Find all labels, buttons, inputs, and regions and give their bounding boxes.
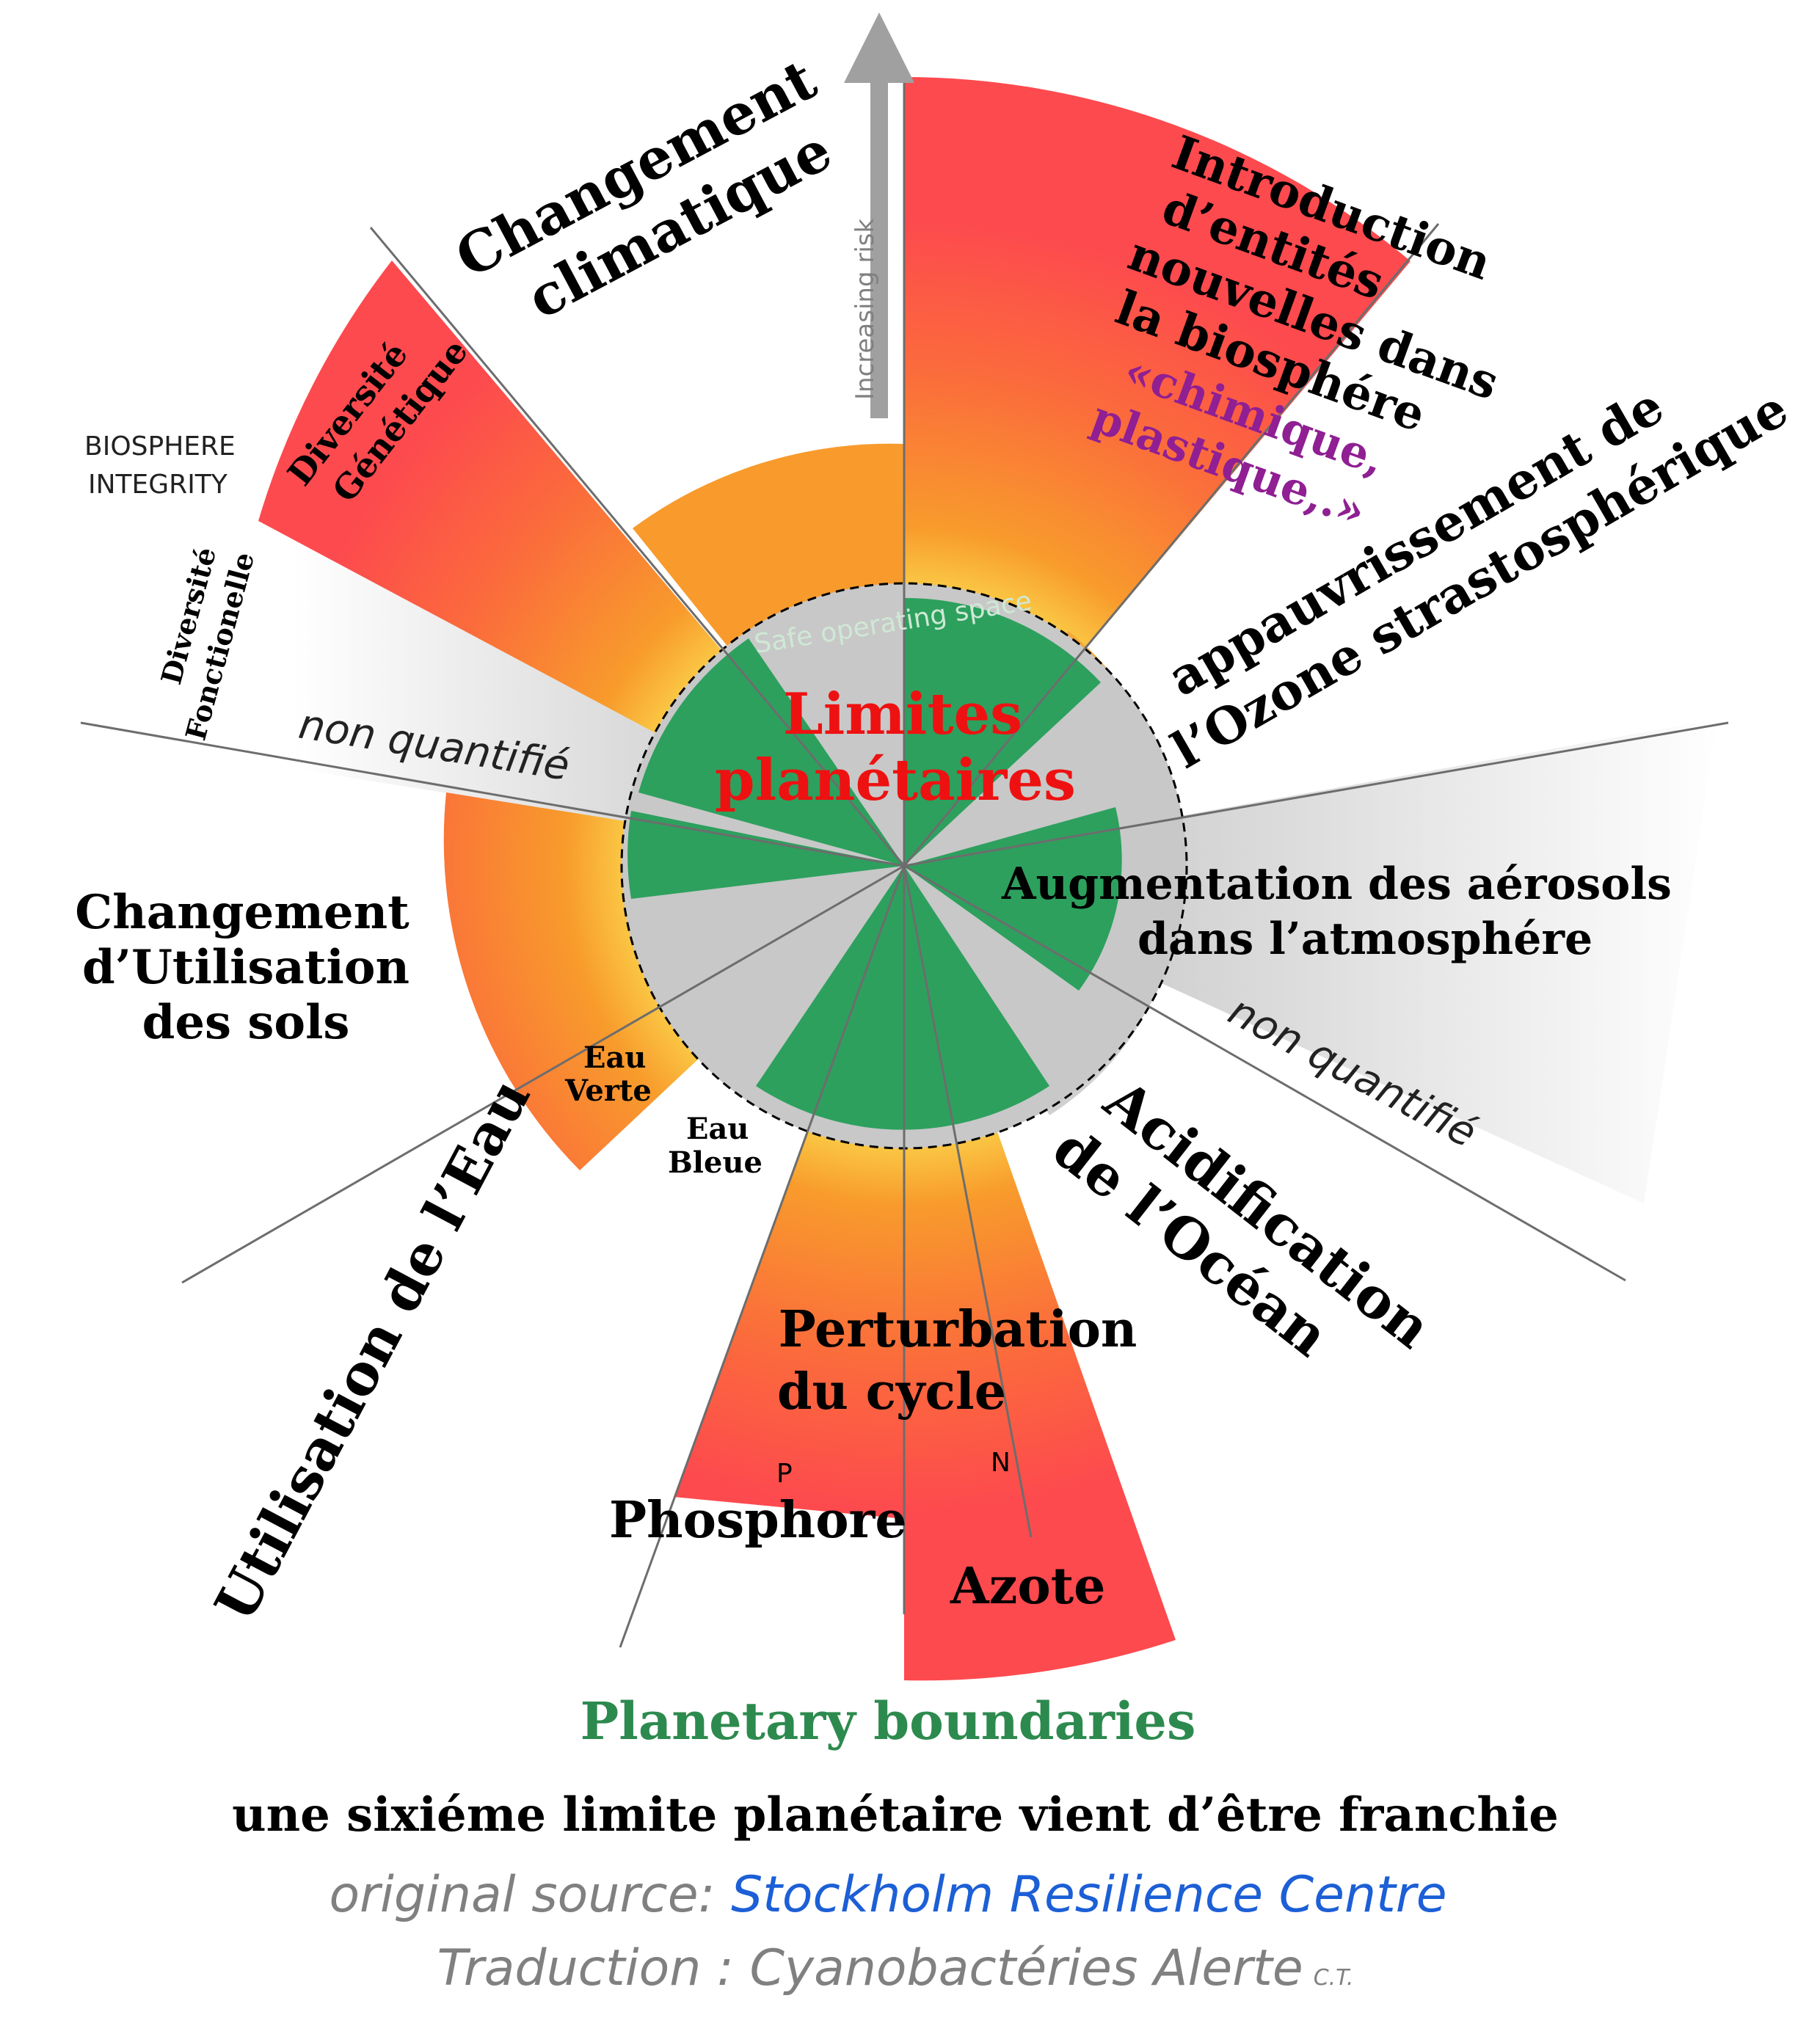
footer-initials: C.T. — [1314, 1965, 1354, 1991]
sector-lines — [80, 77, 1729, 1648]
footer-source-name: Stockholm Resilience Centre — [731, 1866, 1446, 1924]
biosphere-line1: BIOSPHERE — [84, 431, 236, 462]
footer-source: original source: Stockholm Resilience Ce… — [329, 1866, 1446, 1924]
green-water-line1: Eau — [583, 1040, 647, 1075]
freshwater-title: Utilisation de l’Eau — [202, 1068, 543, 1632]
phosphorus-symbol: P — [776, 1459, 793, 1489]
aerosols-line2: dans l’atmosphére — [1138, 914, 1592, 965]
safe-operating-space — [627, 597, 1122, 1130]
land-line3: des sols — [142, 995, 350, 1050]
biosphere-line2: INTEGRITY — [88, 470, 228, 500]
nitrogen-label: Azote — [950, 1557, 1105, 1616]
footer-title: Planetary boundaries — [580, 1691, 1196, 1752]
aerosols-line1: Augmentation des aérosols — [1001, 859, 1672, 910]
blue-water-line2: Bleue — [668, 1145, 762, 1180]
axis-label: Increasing risk — [851, 219, 880, 400]
nitrogen-symbol: N — [991, 1448, 1011, 1478]
footer-translation-text: Traduction : Cyanobactéries Alerte — [437, 1939, 1303, 1997]
center-title-line2: planétaires — [715, 747, 1076, 814]
blue-water-line1: Eau — [686, 1112, 749, 1146]
footer-source-prefix: original source: — [329, 1866, 731, 1924]
land-line2: d’Utilisation — [82, 940, 410, 995]
green-water-line2: Verte — [564, 1074, 652, 1108]
biogeochemical-line2: du cycle — [777, 1363, 1006, 1421]
center-title-line1: Limites — [783, 681, 1022, 748]
phosphorus-label: Phosphore — [609, 1491, 907, 1550]
footer-translation: Traduction : Cyanobactéries Alerte C.T. — [437, 1939, 1354, 1997]
climate-label: Changement climatique — [445, 46, 842, 331]
footer-subtitle: une sixiéme limite planétaire vient d’êt… — [232, 1787, 1559, 1842]
land-line1: Changement — [75, 885, 410, 940]
biogeochemical-line1: Perturbation — [779, 1300, 1138, 1359]
